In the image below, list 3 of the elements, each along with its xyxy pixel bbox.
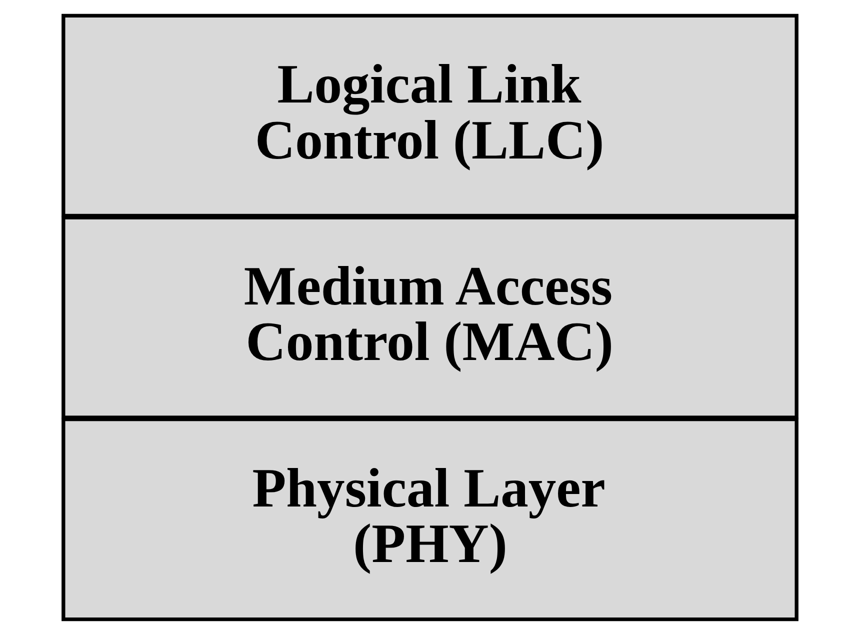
node-box: Medium Access Control (MAC): [62, 216, 798, 420]
node-box: Logical Link Control (LLC): [62, 14, 798, 218]
node-box: Physical Layer (PHY): [62, 417, 798, 622]
